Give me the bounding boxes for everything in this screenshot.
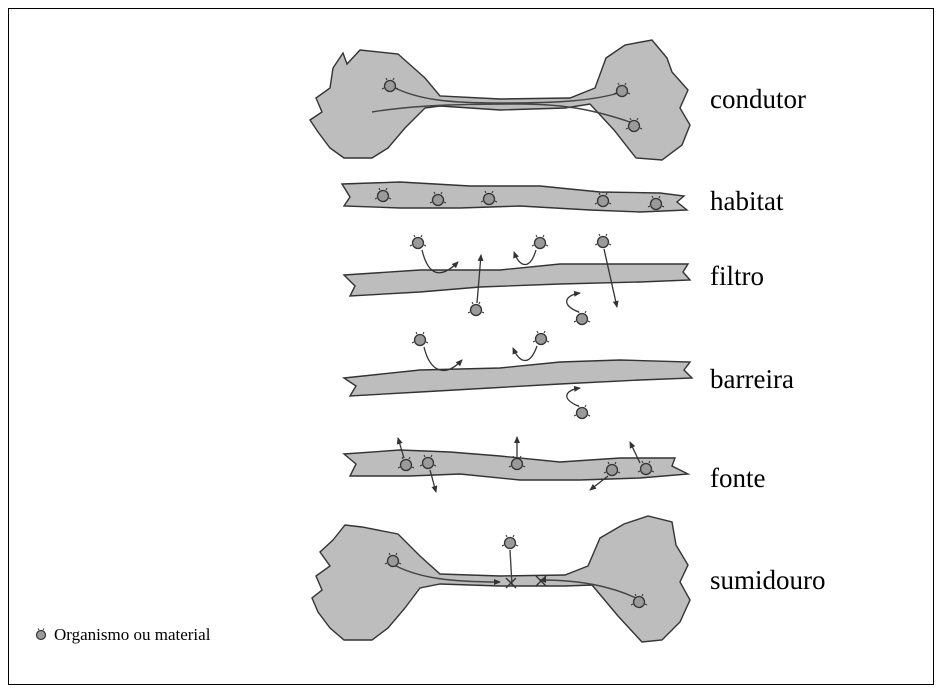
label-conductor: condutor bbox=[710, 86, 806, 113]
legend-label: Organismo ou material bbox=[54, 625, 210, 644]
organism-icon bbox=[574, 405, 590, 419]
filter-corridor bbox=[344, 234, 690, 325]
sink-corridor bbox=[312, 516, 690, 642]
label-filter: filtro bbox=[710, 263, 764, 290]
habitat-corridor bbox=[342, 182, 687, 212]
label-source: fonte bbox=[710, 465, 765, 492]
legend: Organismo ou material bbox=[34, 625, 210, 645]
source-corridor bbox=[344, 437, 688, 492]
organism-icon bbox=[532, 235, 548, 249]
organism-icon bbox=[410, 235, 426, 249]
organism-icon bbox=[468, 302, 484, 316]
conductor-corridor bbox=[310, 40, 690, 160]
organism-icon bbox=[595, 234, 611, 248]
barrier-corridor bbox=[344, 331, 692, 419]
organism-icon bbox=[533, 331, 549, 345]
label-sink: sumidouro bbox=[710, 567, 826, 594]
organism-icon bbox=[412, 332, 428, 346]
organism-icon bbox=[574, 311, 590, 325]
label-habitat: habitat bbox=[710, 188, 783, 215]
label-barrier: barreira bbox=[710, 366, 794, 393]
organism-icon bbox=[34, 628, 48, 642]
organism-icon bbox=[502, 535, 518, 549]
